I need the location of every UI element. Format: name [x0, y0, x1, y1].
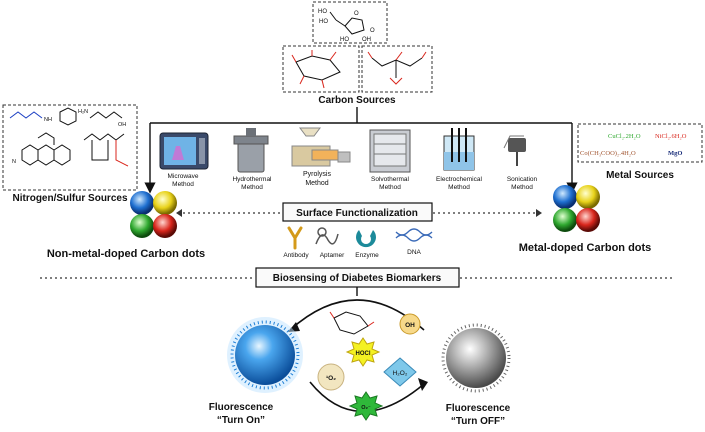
turn-on-carbon-dot — [227, 317, 303, 393]
dotted-arrow-head-left — [176, 209, 182, 217]
hocl-burst: HOCl — [345, 337, 381, 367]
chem-label-nh2: NH — [44, 117, 52, 123]
functionalization-item-labels: Antibody Aptamer Enzyme DNA — [283, 249, 421, 259]
method-label-sonication-1: Sonication — [507, 176, 538, 183]
ascorbic-acid-structure: HO HO O O HO OH — [312, 1, 388, 44]
method-label-electrochemical-1: Electrochemical — [436, 176, 482, 183]
surface-functionalization-box — [282, 202, 433, 222]
method-label-hydrothermal-2: Method — [241, 184, 263, 191]
turn-on-label-line1: Fluorescence — [209, 402, 274, 413]
method-label-solvothermal-1: Solvothermal — [371, 176, 409, 183]
item-label-aptamer: Aptamer — [320, 252, 345, 259]
non-metal-doped-carbon-dots-cluster — [130, 191, 177, 238]
sonication-probe-icon — [503, 135, 526, 166]
compound-mgo: MgO — [668, 150, 682, 157]
chem-label-o1: O — [354, 11, 359, 17]
method-label-pyrolysis-1: Pyrolysis — [303, 171, 332, 178]
surface-functionalization-label: Surface Functionalization — [296, 208, 418, 219]
electrochemical-cell-icon — [443, 128, 475, 171]
connector-lines — [144, 107, 578, 194]
method-label-pyrolysis-2: Method — [305, 180, 328, 187]
item-label-antibody: Antibody — [283, 252, 309, 259]
method-label-microwave-2: Method — [172, 181, 194, 188]
chem-label-oh1: OH — [362, 37, 371, 43]
glucose-biomarker-structure — [329, 311, 375, 335]
method-label-electrochemical-2: Method — [448, 184, 470, 191]
dna-icon — [395, 228, 433, 242]
compound-cucl2: CuCl₂.2H₂O — [608, 133, 641, 140]
h2o2-diamond: H₂O₂ — [383, 357, 417, 387]
antibody-icon — [287, 226, 303, 250]
carbon-sources-label: Carbon Sources — [318, 95, 396, 106]
non-metal-doped-label: Non-metal-doped Carbon dots — [47, 248, 205, 260]
superoxide-label: O₂⁻ — [361, 405, 371, 411]
citric-acid-structure — [361, 45, 433, 93]
turn-off-label-line1: Fluorescence — [446, 403, 511, 414]
metal-doped-carbon-dots-cluster — [553, 185, 600, 232]
method-label-microwave-1: Microwave — [167, 173, 198, 180]
compound-nicl2: NiCl₂.6H₂O — [655, 133, 687, 140]
metal-sources-box: CuCl₂.2H₂O NiCl₂.6H₂O Co(CH₃COO)₂.4H₂O M… — [577, 123, 703, 163]
chem-label-h2n: H₂N — [78, 109, 88, 115]
method-label-hydrothermal-1: Hydrothermal — [232, 176, 272, 183]
method-labels: Microwave Method Hydrothermal Method Pyr… — [167, 171, 537, 191]
method-label-solvothermal-2: Method — [379, 184, 401, 191]
chem-label-ho2: HO — [319, 19, 328, 25]
compound-cobalt-acetate: Co(CH₃COO)₂.4H₂O — [580, 150, 636, 157]
enzyme-icon — [355, 230, 376, 248]
chem-label-n: N — [12, 159, 16, 165]
turn-off-label-line2: “Turn OFF” — [451, 416, 505, 427]
method-label-sonication-2: Method — [511, 184, 533, 191]
microwave-icon — [159, 132, 209, 170]
hocl-label: HOCl — [356, 351, 371, 357]
chem-label-o2: O — [370, 28, 375, 34]
hydrothermal-autoclave-icon — [233, 128, 269, 173]
h2o2-label: H₂O₂ — [393, 370, 408, 377]
nitrogen-sulfur-box: NH H₂N OH N — [2, 104, 138, 191]
chem-label-ho1: HO — [318, 9, 327, 15]
chem-label-ho3: HO — [340, 37, 349, 43]
turn-on-label-line2: “Turn On” — [217, 415, 265, 426]
oh-label: OH — [405, 322, 415, 329]
metal-sources-label: Metal Sources — [606, 170, 674, 181]
singlet-oxygen-label: ¹O₂ — [326, 375, 336, 382]
turn-off-carbon-dot — [441, 323, 511, 393]
solvothermal-oven-icon — [369, 129, 411, 173]
metal-doped-label: Metal-doped Carbon dots — [519, 242, 652, 254]
hydroxyl-radical-badge: OH — [399, 313, 421, 335]
aptamer-icon — [315, 227, 339, 245]
cycle-arrow-bottom-head — [418, 378, 428, 391]
nitrogen-sulfur-label: Nitrogen/Sulfur Sources — [12, 193, 127, 204]
biosensing-label: Biosensing of Diabetes Biomarkers — [273, 273, 442, 284]
singlet-oxygen-badge: ¹O₂ — [317, 363, 345, 391]
superoxide-burst: O₂⁻ — [348, 391, 384, 421]
item-label-dna: DNA — [407, 249, 421, 256]
chem-label-oh-ns: OH — [118, 122, 126, 128]
dotted-arrow-head-right — [536, 209, 542, 217]
item-label-enzyme: Enzyme — [355, 252, 379, 259]
pyrolysis-furnace-icon — [291, 127, 351, 167]
glucose-structure — [282, 45, 360, 93]
